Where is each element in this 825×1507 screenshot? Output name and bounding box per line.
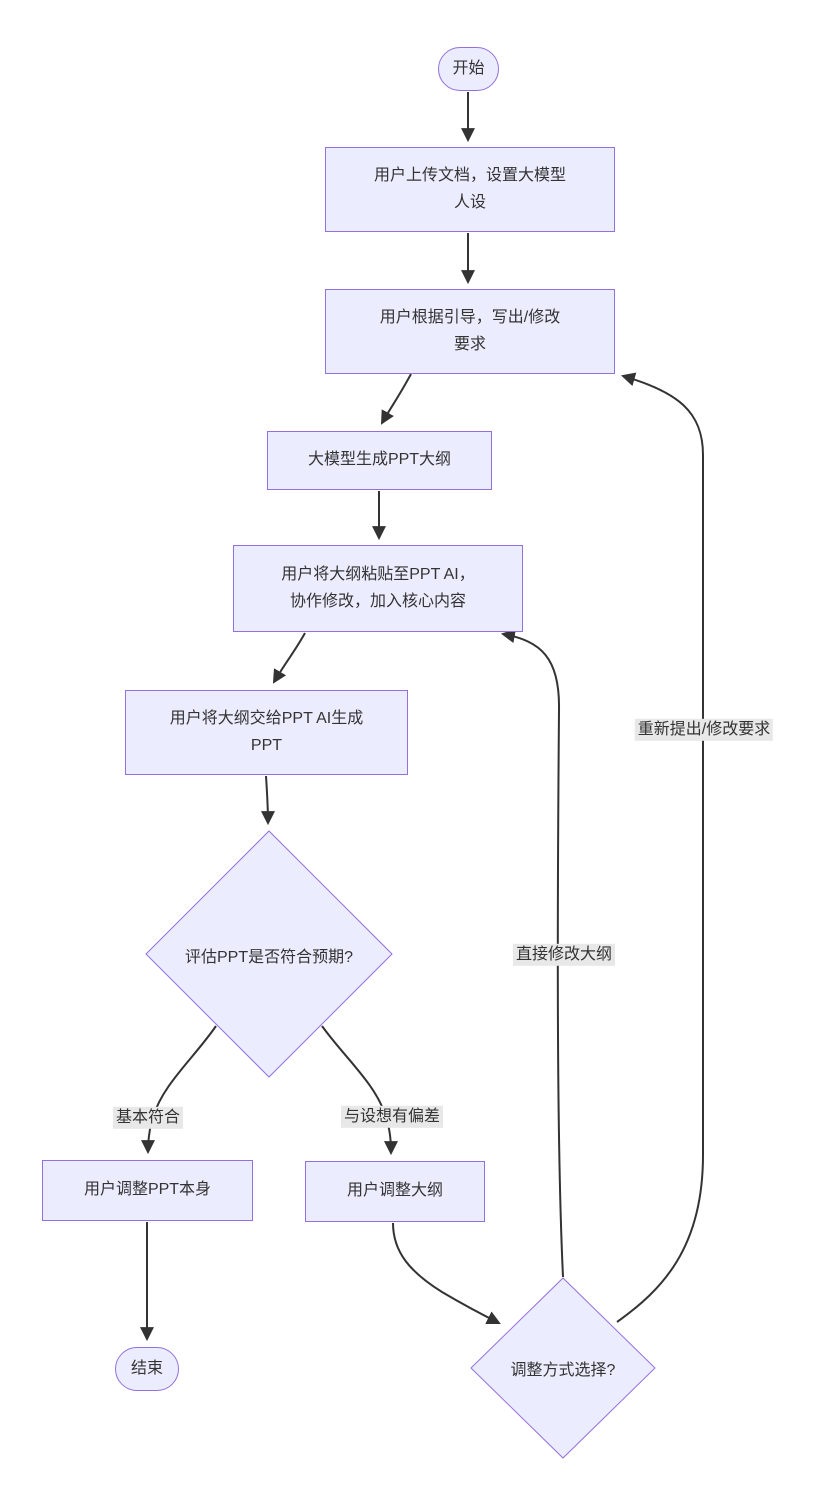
node-outline-to-ppt-ai: 用户将大纲交给PPT AI生成 PPT — [125, 690, 408, 775]
edge-label-deviates: 与设想有偏差 — [340, 1105, 444, 1129]
node-adjust-outline: 用户调整大纲 — [305, 1161, 485, 1222]
edge-generate-to-evaluate — [260, 775, 275, 826]
decision-adjust-method-shape — [470, 1277, 656, 1459]
decision-evaluate-ppt-label: 评估PPT是否符合预期? — [184, 949, 354, 966]
decision-evaluate-ppt-shape — [145, 830, 393, 1078]
edge-label-basically-meets: 基本符合 — [112, 1106, 184, 1130]
edge-evaluate-to-adjust-ppt — [141, 1025, 217, 1155]
node-start: 开始 — [438, 47, 499, 91]
node-paste-outline: 用户将大纲粘贴至PPT AI， 协作修改，加入核心内容 — [233, 545, 523, 632]
edge-method-to-requirements — [616, 372, 704, 1323]
node-write-requirements: 用户根据引导，写出/修改 要求 — [325, 289, 615, 374]
edge-requirements-to-outline — [380, 373, 412, 425]
node-upload-docs: 用户上传文档，设置大模型 人设 — [325, 147, 615, 232]
node-end: 结束 — [115, 1347, 179, 1391]
edge-label-re-propose: 重新提出/修改要求 — [634, 718, 774, 742]
node-generate-outline: 大模型生成PPT大纲 — [267, 431, 492, 490]
node-adjust-ppt: 用户调整PPT本身 — [42, 1160, 253, 1221]
decision-adjust-method-label: 调整方式选择? — [510, 1362, 616, 1379]
edge-method-to-paste — [500, 629, 564, 1278]
edge-paste-to-generate — [272, 632, 306, 684]
edge-evaluate-to-adjust-outline — [321, 1025, 398, 1156]
edge-label-direct-edit-outline: 直接修改大纲 — [512, 943, 616, 967]
edge-adjust-outline-to-method — [392, 1222, 501, 1324]
